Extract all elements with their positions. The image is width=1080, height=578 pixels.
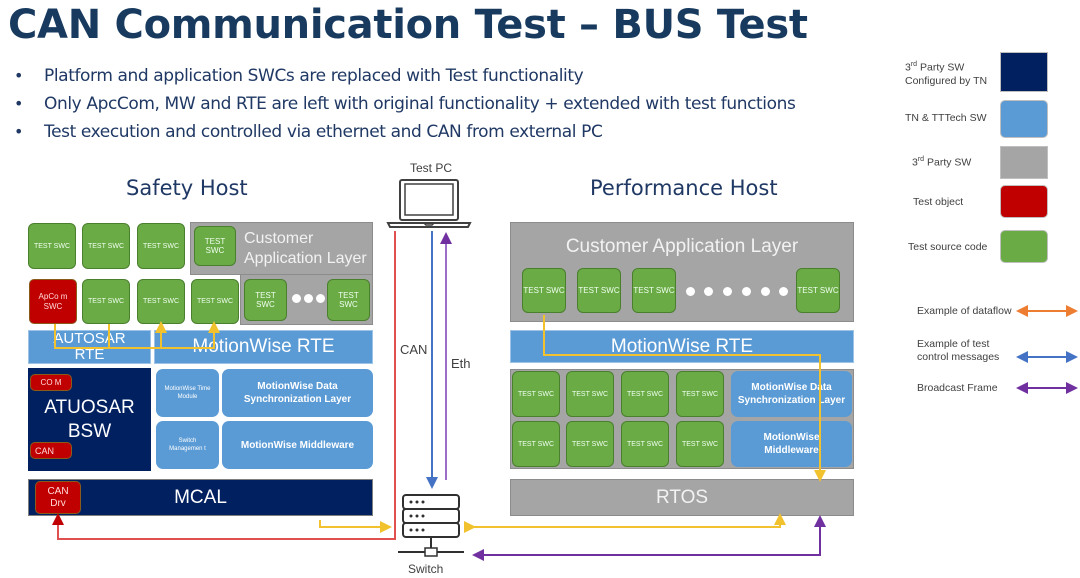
test-swc: TEST SWC bbox=[82, 223, 130, 269]
autosar-rte: AUTOSAR RTE bbox=[28, 330, 151, 364]
can-driver: CAN Drv bbox=[35, 481, 81, 514]
mcal-label: MCAL bbox=[174, 486, 227, 508]
motionwise-data-sync-safety: MotionWise Data Synchronization Layer bbox=[222, 369, 373, 417]
apcom-swc: ApCo m SWC bbox=[29, 279, 77, 324]
page-title: CAN Communication Test – BUS Test bbox=[8, 2, 808, 48]
test-swc: TEST SWC bbox=[522, 268, 566, 313]
performance-host-title: Performance Host bbox=[590, 176, 778, 200]
legend-label-3rd-party-configured: 3rd Party SW Configured by TN bbox=[905, 61, 988, 87]
server-switch-icon bbox=[398, 494, 464, 557]
test-swc: TEST SWC bbox=[191, 279, 239, 324]
bullet-list: Platform and application SWCs are replac… bbox=[14, 62, 796, 146]
dataflow-switch-rtos bbox=[464, 513, 786, 533]
test-swc: TEST SWC bbox=[796, 268, 840, 313]
test-swc: TEST SWC bbox=[82, 279, 130, 324]
legend-swatch-lightblue bbox=[1000, 100, 1048, 138]
ellipsis-dot bbox=[686, 287, 695, 296]
test-pc-label: Test PC bbox=[410, 161, 453, 175]
ellipsis-dot bbox=[779, 287, 788, 296]
legend-label-dataflow: Example of dataflow bbox=[917, 305, 1012, 317]
switch-management: Switch Managemen t bbox=[156, 421, 219, 469]
bullet-item: Test execution and controlled via ethern… bbox=[14, 118, 795, 146]
test-swc: TEST SWC bbox=[194, 226, 236, 266]
legend-label-test-source: Test source code bbox=[908, 241, 988, 253]
motionwise-time-module: MotionWise Time Module bbox=[156, 369, 219, 417]
legend-label-tn-tttech: TN & TTTech SW bbox=[905, 112, 987, 124]
test-swc: TEST SWC bbox=[676, 421, 724, 467]
com-module: CO M bbox=[30, 374, 72, 391]
test-swc: TEST SWC bbox=[28, 223, 76, 269]
test-swc: TEST SWC bbox=[621, 371, 669, 417]
legend-swatch-green bbox=[1000, 230, 1048, 263]
motionwise-middleware-safety: MotionWise Middleware bbox=[222, 421, 373, 469]
eth-line-label: Eth bbox=[451, 356, 471, 371]
laptop-icon bbox=[386, 179, 472, 228]
ellipsis-dot bbox=[742, 287, 751, 296]
rtos: RTOS bbox=[510, 479, 854, 516]
motionwise-rte-safety: MotionWise RTE bbox=[154, 330, 373, 364]
can-module: CAN bbox=[30, 442, 72, 459]
legend-swatch-grey bbox=[1000, 146, 1048, 179]
test-swc: TEST SWC bbox=[632, 268, 676, 313]
dataflow-mcal-switch bbox=[319, 520, 392, 533]
legend-label-3rd-party: 3rd Party SW bbox=[912, 156, 972, 169]
ellipsis-dot bbox=[316, 294, 325, 303]
broadcast-switch-rtos bbox=[472, 515, 826, 561]
bullet-item: Only ApcCom, MW and RTE are left with or… bbox=[14, 90, 796, 118]
ellipsis-dot bbox=[723, 287, 732, 296]
ellipsis-dot bbox=[304, 294, 313, 303]
motionwise-rte-perf: MotionWise RTE bbox=[510, 330, 854, 363]
motionwise-middleware-perf: MotionWise Middleware bbox=[731, 421, 852, 467]
customer-app-layer-label: Customer Application Layer bbox=[244, 230, 367, 267]
bullet-item: Platform and application SWCs are replac… bbox=[14, 62, 795, 90]
test-swc: TEST SWC bbox=[327, 279, 370, 321]
motionwise-data-sync-perf: MotionWise Data Synchronization Layer bbox=[731, 371, 852, 417]
test-swc: TEST SWC bbox=[577, 268, 621, 313]
test-swc: TEST SWC bbox=[512, 421, 560, 467]
test-swc: TEST SWC bbox=[676, 371, 724, 417]
test-swc: TEST SWC bbox=[566, 371, 614, 417]
test-swc: TEST SWC bbox=[512, 371, 560, 417]
ellipsis-dot bbox=[292, 294, 301, 303]
test-swc: TEST SWC bbox=[137, 279, 185, 324]
ellipsis-dot bbox=[761, 287, 770, 296]
switch-label: Switch bbox=[408, 562, 444, 576]
can-line-label: CAN bbox=[400, 342, 428, 357]
safety-host-title: Safety Host bbox=[126, 176, 248, 200]
customer-app-layer-perf-label: Customer Application Layer bbox=[565, 236, 799, 257]
legend-label-test-object: Test object bbox=[913, 196, 964, 208]
legend-label-broadcast: Broadcast Frame bbox=[917, 382, 998, 394]
ellipsis-dot bbox=[704, 287, 713, 296]
test-swc: TEST SWC bbox=[566, 421, 614, 467]
test-swc: TEST SWC bbox=[137, 223, 185, 269]
test-swc: TEST SWC bbox=[621, 421, 669, 467]
test-swc: TEST SWC bbox=[244, 279, 287, 321]
legend-swatch-red bbox=[1000, 185, 1048, 218]
legend-label-control: Example of test control messages bbox=[917, 338, 1000, 363]
legend-swatch-navy bbox=[1000, 52, 1048, 92]
